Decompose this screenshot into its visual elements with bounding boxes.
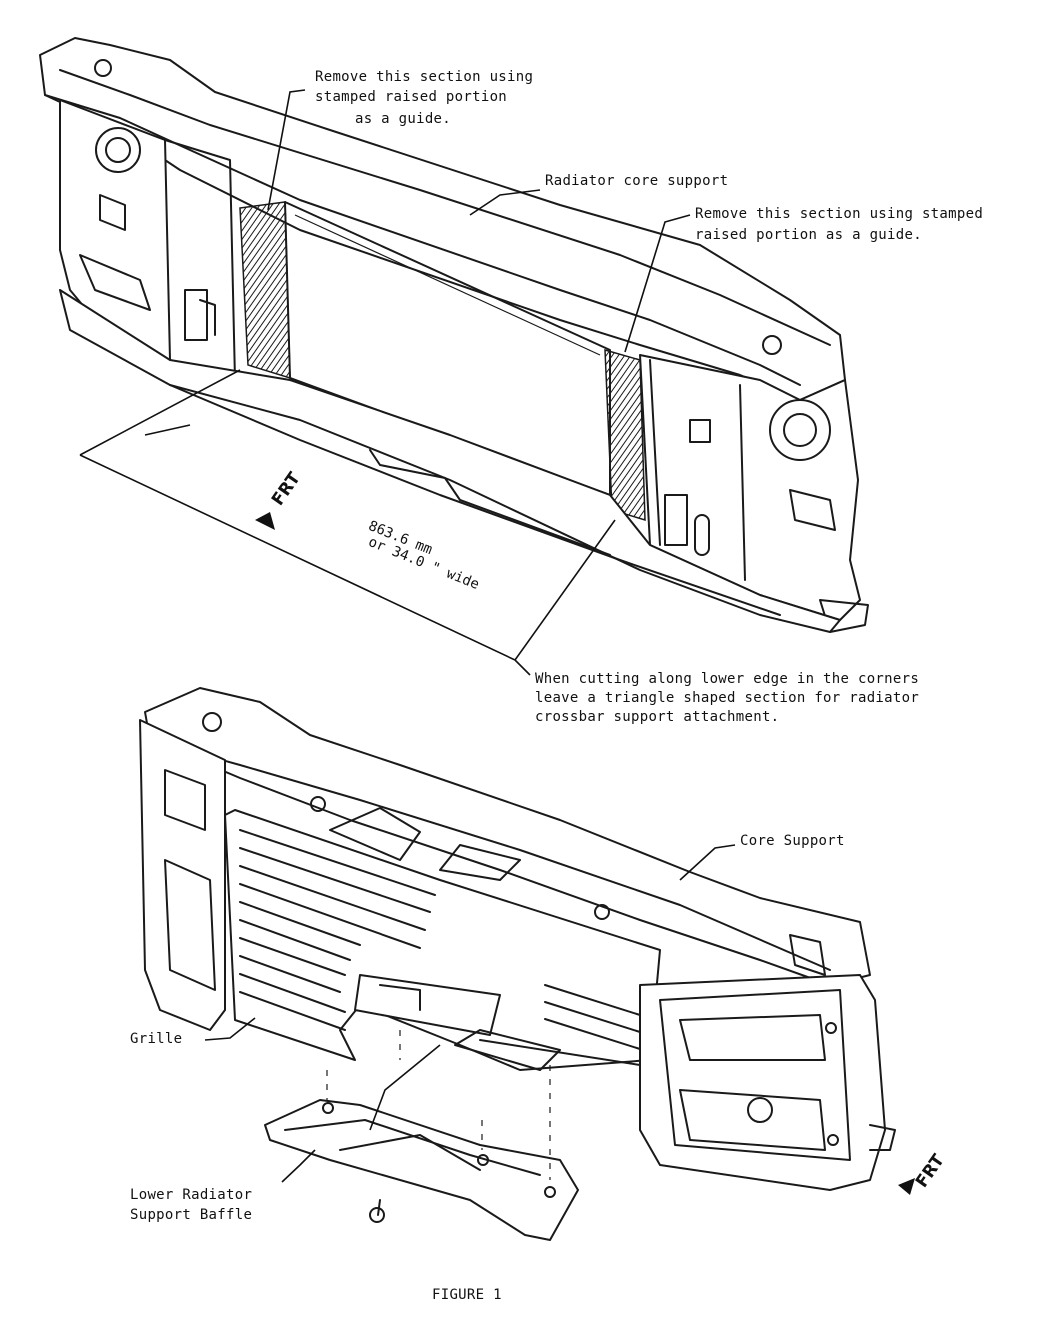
label-core-support: Core Support xyxy=(740,833,845,849)
label-cutting-1: When cutting along lower edge in the cor… xyxy=(535,671,920,687)
label-remove-left-2: stamped raised portion xyxy=(315,89,508,105)
label-baffle-2: Support Baffle xyxy=(130,1207,253,1223)
lower-leaders xyxy=(204,844,736,1183)
arrow-icon-bottom xyxy=(898,1178,915,1195)
dimension-lines xyxy=(79,369,616,676)
grille-slats xyxy=(239,829,641,1066)
label-remove-left-1: Remove this section using xyxy=(315,69,534,85)
core-support-grille-drawing xyxy=(139,687,896,1241)
label-remove-left-3: as a guide. xyxy=(355,111,452,127)
label-cutting-3: crossbar support attachment. xyxy=(535,709,780,725)
radiator-core-support-drawing xyxy=(39,37,869,633)
label-radiator-core-support: Radiator core support xyxy=(545,173,729,189)
label-baffle-1: Lower Radiator xyxy=(130,1187,253,1203)
alignment-lines xyxy=(326,1030,551,1180)
label-cutting-2: leave a triangle shaped section for radi… xyxy=(535,690,920,706)
upper-leaders xyxy=(267,89,691,353)
label-grille: Grille xyxy=(130,1031,183,1047)
arrow-icon xyxy=(255,512,275,530)
label-remove-right-1: Remove this section using stamped xyxy=(695,206,984,222)
label-remove-right-2: raised portion as a guide. xyxy=(695,227,922,243)
figure-caption: FIGURE 1 xyxy=(432,1287,502,1303)
